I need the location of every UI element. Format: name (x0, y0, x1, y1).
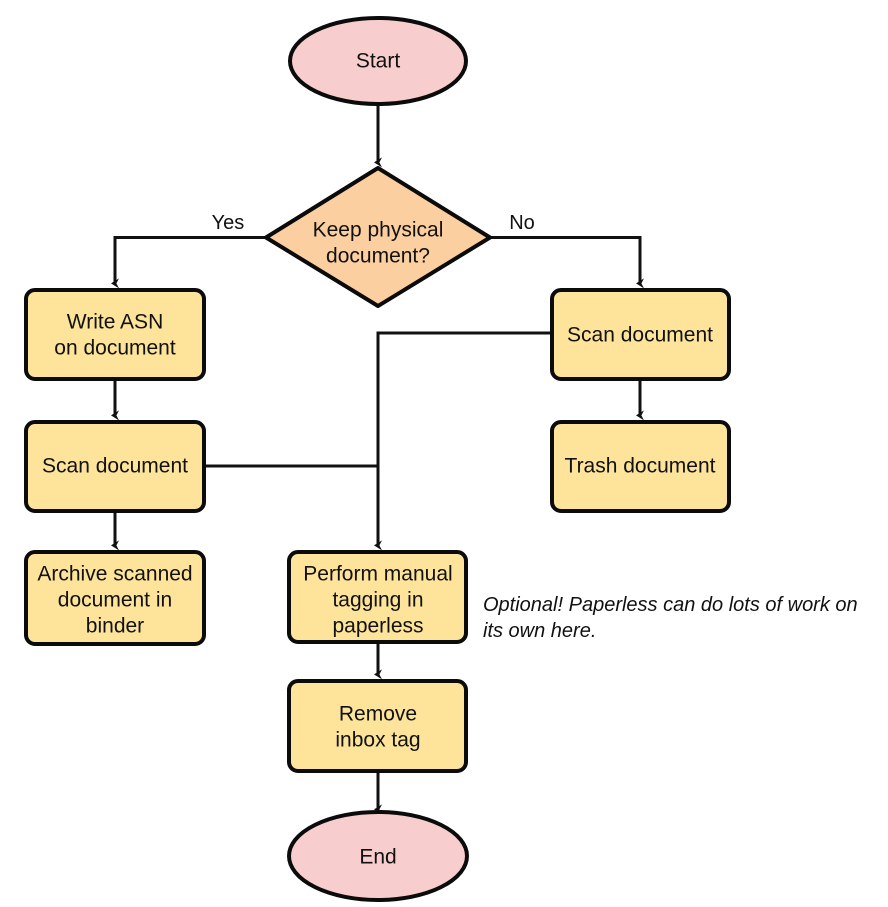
scan-document-left-box (24, 420, 206, 513)
manual-tagging-box (287, 550, 468, 644)
node-remove-inbox-tag[interactable]: Remove inbox tag (287, 679, 468, 773)
node-write-asn-label-line1: Write ASN (67, 311, 163, 334)
node-decision-label-line2: document? (326, 245, 430, 268)
archive-binder-box (24, 550, 206, 646)
node-decision-label-line1: Keep physical (313, 219, 444, 242)
optional-note-line2: its own here. (483, 620, 596, 642)
edge-decision-to-scan-right: No (490, 212, 640, 283)
node-archive-binder-label-line2: document in (58, 589, 172, 612)
node-trash-document-label: Trash document (565, 455, 716, 478)
decision-diamond (264, 166, 492, 308)
node-scan-document-left[interactable]: Scan document (24, 420, 206, 513)
node-start[interactable]: Start (288, 16, 468, 106)
node-scan-document-left-label: Scan document (42, 455, 188, 478)
node-archive-binder-label-line3: binder (86, 615, 144, 638)
edge-label-yes: Yes (212, 212, 245, 234)
node-manual-tagging-label-line2: tagging in (332, 589, 423, 612)
edge-scan-right-to-manual-tagging (378, 331, 552, 545)
node-decision-keep-physical[interactable]: Keep physical document? (264, 166, 492, 308)
node-start-label: Start (356, 50, 401, 73)
remove-inbox-tag-box (287, 679, 468, 773)
write-asn-box (24, 288, 206, 381)
node-manual-tagging[interactable]: Perform manual tagging in paperless (287, 550, 468, 644)
node-manual-tagging-label-line1: Perform manual (303, 563, 452, 586)
node-end[interactable]: End (287, 810, 469, 902)
node-manual-tagging-label-line3: paperless (332, 615, 423, 638)
node-trash-document[interactable]: Trash document (550, 420, 731, 513)
trash-document-box (550, 420, 731, 513)
node-write-asn-label-line2: on document (54, 337, 176, 360)
node-end-label: End (359, 846, 396, 869)
start-ellipse (288, 16, 468, 106)
node-remove-inbox-tag-label-line1: Remove (339, 703, 417, 726)
node-scan-document-right-label: Scan document (567, 324, 713, 347)
node-remove-inbox-tag-label-line2: inbox tag (335, 729, 420, 752)
edge-decision-to-write-asn: Yes (115, 212, 265, 283)
node-write-asn[interactable]: Write ASN on document (24, 288, 206, 381)
edge-label-no: No (509, 212, 535, 234)
node-archive-binder-label-line1: Archive scanned (37, 563, 192, 586)
optional-note-line1: Optional! Paperless can do lots of work … (483, 594, 858, 616)
node-scan-document-right[interactable]: Scan document (550, 288, 731, 381)
node-archive-binder[interactable]: Archive scanned document in binder (24, 550, 206, 646)
end-ellipse (287, 810, 469, 902)
scan-document-right-box (550, 288, 731, 381)
optional-note: Optional! Paperless can do lots of work … (483, 594, 858, 642)
